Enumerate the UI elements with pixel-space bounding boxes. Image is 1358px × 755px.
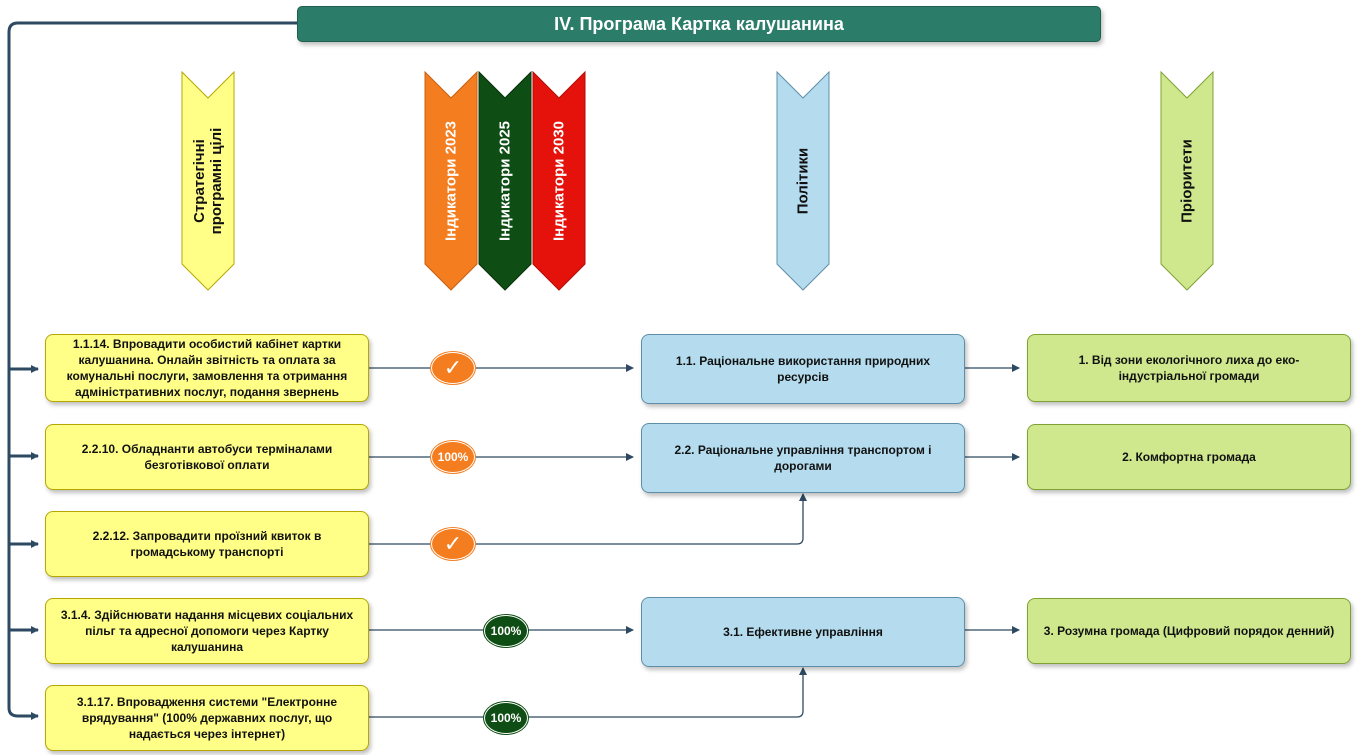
chevron-down-icon <box>532 70 586 291</box>
column-header-policies: Політики <box>776 70 830 291</box>
chevron-down-icon <box>478 70 532 291</box>
column-header-indicators-2030: Індикатори 2030 <box>532 70 586 291</box>
checkmark-icon: ✓ <box>431 528 475 560</box>
priority-box-2: 2. Комфортна громада <box>1027 424 1351 490</box>
column-header-indicators-2025: Індикатори 2025 <box>478 70 532 291</box>
indicator-badge-100: 100% <box>484 615 528 647</box>
column-label-indicators-2025: Індикатори 2025 <box>496 120 514 242</box>
indicator-badge-100: 100% <box>484 702 528 734</box>
column-label-indicators-2030: Індикатори 2030 <box>550 120 568 242</box>
column-label-policies: Політики <box>794 147 812 215</box>
indicator-badge-100: 100% <box>431 441 475 473</box>
chevron-down-icon <box>1160 70 1214 291</box>
priority-box-3: 3. Розумна громада (Цифровий порядок ден… <box>1027 598 1351 664</box>
chevron-down-icon <box>776 70 830 291</box>
chevron-down-icon <box>424 70 478 291</box>
priority-box-1: 1. Від зони екологічного лиха до еко-інд… <box>1027 334 1351 402</box>
goal-box-1-1-14: 1.1.14. Впровадити особистий кабінет кар… <box>45 334 369 402</box>
checkmark-icon: ✓ <box>431 352 475 384</box>
goal-box-2-2-12: 2.2.12. Запровадити проїзний квиток в гр… <box>45 511 369 577</box>
chevron-down-icon <box>181 70 235 291</box>
policy-box-2-2: 2.2. Раціональне управління транспортом … <box>641 423 965 493</box>
column-header-indicators-2023: Індикатори 2023 <box>424 70 478 291</box>
column-label-indicators-2023: Індикатори 2023 <box>442 120 460 242</box>
goal-box-3-1-4: 3.1.4. Здійснювати надання місцевих соці… <box>45 598 369 664</box>
policy-box-1-1: 1.1. Раціональне використання природних … <box>641 334 965 404</box>
column-header-priorities: Пріоритети <box>1160 70 1214 291</box>
column-label-priorities: Пріоритети <box>1178 139 1196 223</box>
page-title: IV. Програма Картка калушанина <box>297 6 1101 42</box>
goal-box-3-1-17: 3.1.17. Впровадження системи "Електронне… <box>45 685 369 751</box>
policy-box-3-1: 3.1. Ефективне управління <box>641 597 965 667</box>
goal-box-2-2-10: 2.2.10. Обладнанти автобуси терміналами … <box>45 424 369 490</box>
